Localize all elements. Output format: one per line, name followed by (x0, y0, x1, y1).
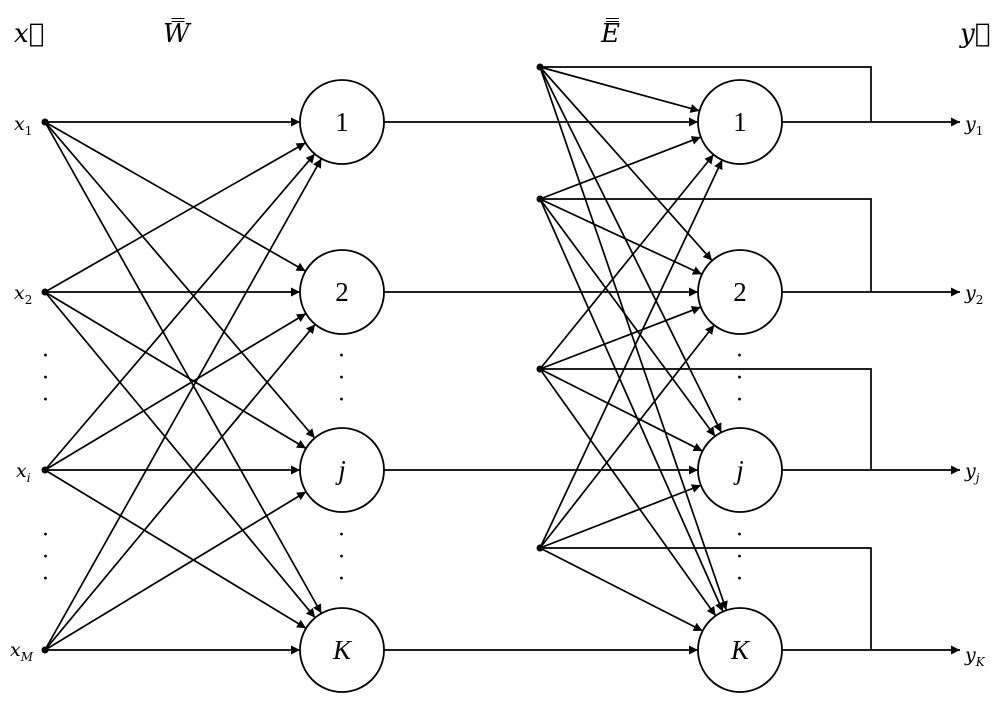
e-edge-1-1 (539, 136, 702, 200)
input-label-1: x1 (14, 113, 32, 138)
hidden-node-1-label: 1 (335, 107, 349, 137)
output-label-1: y1 (964, 113, 983, 138)
w-edge-j-1 (44, 153, 316, 471)
e-edge-3-1 (539, 159, 723, 549)
junction-dot-0 (536, 63, 544, 71)
e-edge-0-1 (539, 66, 700, 113)
input-dot-j (41, 466, 49, 474)
output-node-1-label: 1 (733, 107, 747, 137)
svg-text:·: · (736, 545, 743, 570)
ellipsis-output-lower: · · · (736, 523, 743, 592)
x-vector-label: x⃗ (14, 19, 44, 49)
w-edge-k-1 (44, 158, 323, 651)
y-vector-label: y⃗ (959, 19, 990, 49)
svg-text:·: · (42, 344, 49, 369)
input-label-2: x2 (14, 282, 32, 307)
input-dot-1 (41, 118, 49, 126)
svg-text:·: · (42, 388, 49, 413)
output-node-j (697, 427, 783, 513)
output-label-j: yj (964, 460, 980, 485)
e-matrix-label: E̿ (600, 17, 620, 49)
svg-text:·: · (42, 545, 49, 570)
input-dot-k (41, 646, 49, 654)
e-edge-0-j (539, 66, 723, 433)
e-edge-2-j (539, 368, 703, 452)
output-node-1 (697, 79, 783, 165)
e-edge-2-k (539, 368, 717, 617)
feedback-loop-j (540, 368, 872, 470)
input-label-i: xi (16, 460, 31, 485)
hidden-node-j (299, 427, 385, 513)
e-edge-3-j (539, 484, 702, 549)
e-edge-1-k (539, 198, 724, 612)
svg-text:·: · (736, 523, 743, 548)
input-label-m: xM (10, 639, 34, 664)
hidden-node-2-label: 2 (335, 277, 349, 307)
svg-text:·: · (42, 366, 49, 391)
e-edge-3-2 (539, 324, 715, 549)
feedback-loop-k (540, 547, 872, 650)
svg-text:·: · (338, 567, 345, 592)
network-nodes: 1 2 jK 1 2 jK (41, 63, 783, 693)
hidden-node-k-label: K (332, 635, 353, 665)
ellipsis-inputs-lower: · · · (42, 523, 49, 592)
feedback-loop-2 (540, 198, 872, 292)
ellipsis-output-upper: · · · (736, 344, 743, 413)
svg-text:·: · (338, 388, 345, 413)
output-label-k: yK (964, 644, 986, 669)
e-edge-1-j (539, 198, 716, 437)
w-matrix-label: W̿ (163, 17, 192, 49)
svg-text:·: · (736, 388, 743, 413)
output-node-k (697, 607, 783, 693)
hidden-node-1 (299, 79, 385, 165)
w-edge-j-2 (44, 312, 307, 471)
w-edge-2-1 (44, 142, 306, 293)
hidden-node-k (299, 607, 385, 693)
connection-lines (44, 66, 960, 655)
w-edge-j-k (44, 469, 307, 629)
junction-dot-3 (536, 544, 544, 552)
output-node-j-label: j (733, 455, 744, 485)
svg-text:·: · (338, 344, 345, 369)
svg-text:·: · (42, 567, 49, 592)
svg-text:·: · (736, 366, 743, 391)
w-edge-1-j (44, 121, 316, 439)
ellipsis-inputs-upper: · · · (42, 344, 49, 413)
svg-text:·: · (338, 523, 345, 548)
output-label-2: y2 (964, 282, 983, 307)
output-node-2 (697, 249, 783, 335)
w-edge-2-k (44, 291, 316, 619)
svg-text:·: · (42, 523, 49, 548)
junction-dot-1 (536, 195, 544, 203)
input-dot-2 (41, 288, 49, 296)
e-edge-3-k (539, 547, 703, 632)
ellipsis-hidden-upper: · · · (338, 344, 345, 413)
w-edge-1-k (44, 121, 323, 614)
e-edge-0-2 (539, 66, 713, 262)
svg-text:·: · (338, 545, 345, 570)
e-edge-2-2 (539, 306, 702, 370)
svg-text:·: · (338, 366, 345, 391)
w-edge-k-2 (44, 323, 316, 651)
w-edge-2-j (44, 291, 307, 450)
feedback-loop-1 (540, 66, 872, 122)
output-node-k-label: K (730, 635, 751, 665)
w-edge-1-2 (44, 121, 306, 272)
svg-text:·: · (736, 344, 743, 369)
e-edge-0-k (539, 66, 728, 611)
hidden-node-j-label: j (335, 455, 346, 485)
junction-dot-2 (536, 365, 544, 373)
hidden-node-2 (299, 249, 385, 335)
e-edge-1-2 (539, 198, 703, 276)
svg-text:·: · (736, 567, 743, 592)
w-edge-k-j (44, 491, 307, 651)
ellipsis-hidden-lower: · · · (338, 523, 345, 592)
e-edge-2-1 (539, 154, 715, 370)
output-node-2-label: 2 (733, 277, 747, 307)
